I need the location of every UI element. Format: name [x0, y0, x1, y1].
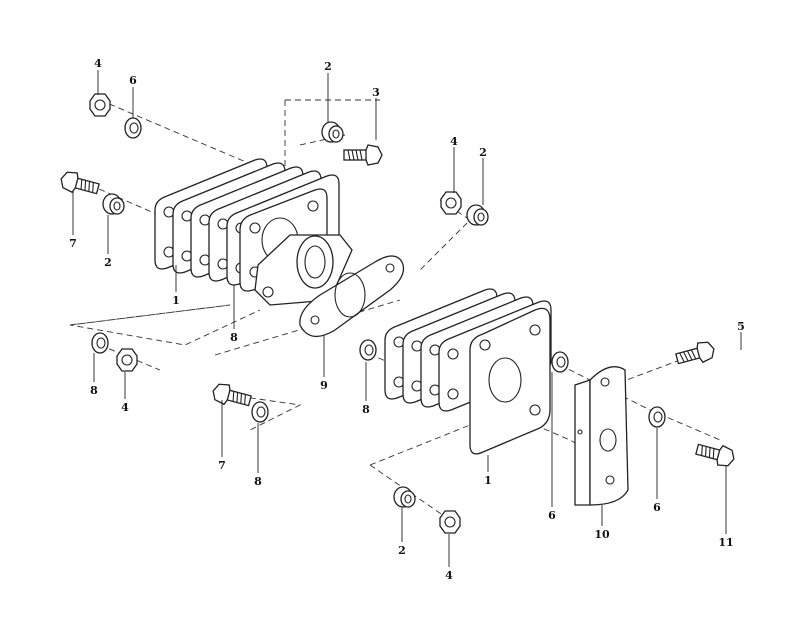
callout-5: 5 [737, 320, 745, 333]
callout-1: 1 [484, 474, 492, 487]
callout-labels: 4 6 2 3 4 2 7 2 1 8 5 8 4 9 8 7 8 1 6 6 … [69, 57, 745, 582]
callout-2: 2 [104, 256, 112, 269]
callout-4: 4 [94, 57, 102, 70]
callout-4: 4 [450, 135, 458, 148]
callout-7: 7 [218, 459, 226, 472]
gasket [299, 255, 405, 337]
callout-10: 10 [594, 528, 610, 541]
callout-6: 6 [548, 509, 556, 522]
callout-1: 1 [172, 294, 180, 307]
callout-4: 4 [445, 569, 453, 582]
callout-7: 7 [69, 237, 77, 250]
callout-6: 6 [129, 74, 137, 87]
callout-2: 2 [398, 544, 406, 557]
callout-2: 2 [324, 60, 332, 73]
callout-3: 3 [372, 86, 380, 99]
callout-11: 11 [718, 536, 733, 549]
bracket [574, 366, 629, 506]
callout-8: 8 [254, 475, 262, 488]
leader-lines [72, 70, 742, 567]
finned-block-right [384, 288, 552, 455]
flange-tube [254, 234, 353, 306]
callout-6: 6 [653, 501, 661, 514]
callout-4: 4 [121, 401, 129, 414]
callout-2: 2 [479, 146, 487, 159]
callout-9: 9 [320, 379, 328, 392]
callout-8: 8 [230, 331, 238, 344]
callout-8: 8 [90, 384, 98, 397]
callout-8: 8 [362, 403, 370, 416]
